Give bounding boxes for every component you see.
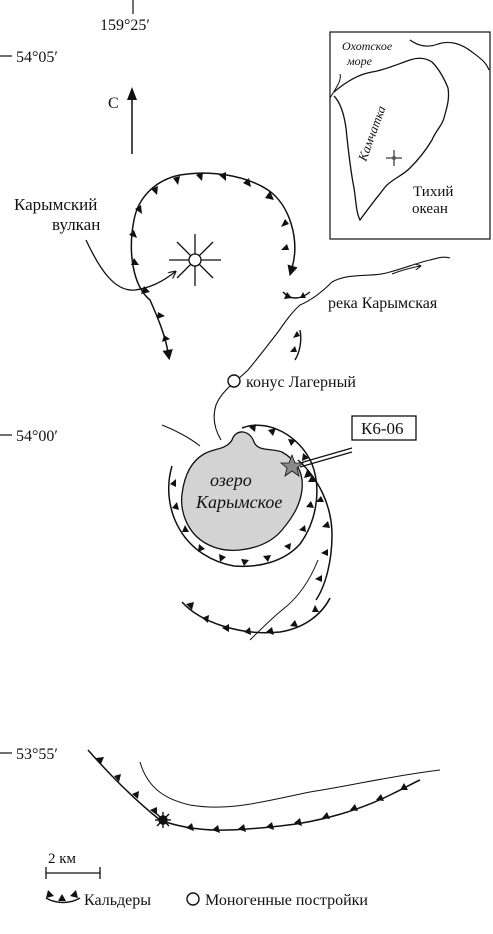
legend-monogenic-symbol xyxy=(186,892,200,906)
karymskaya-river xyxy=(213,256,451,441)
caldera-segment-east-2 xyxy=(294,329,302,361)
legend-calderas-label: Кальдеры xyxy=(84,892,151,909)
caldera-ticks-north xyxy=(129,172,289,342)
lake-label-line2: Карымское xyxy=(195,492,282,512)
caldera-ticks-east-2 xyxy=(290,331,300,352)
sample-pointer-line xyxy=(299,447,353,464)
cone-lagerny-symbol xyxy=(227,374,241,388)
inset-ocean-label-1: Тихий xyxy=(413,184,453,200)
inset-location-star xyxy=(386,150,402,166)
inset-sea-label-2: море xyxy=(346,54,373,68)
stream-south xyxy=(249,559,319,641)
latitude-label-1: 54°05′ xyxy=(16,49,58,66)
caldera-ticks-south-arc xyxy=(186,602,319,635)
kamchatka-outline xyxy=(333,57,450,222)
caldera-ticks-southern xyxy=(96,757,408,833)
north-arrow xyxy=(127,87,137,154)
caldera-southern xyxy=(87,749,421,831)
caldera-lake-inner xyxy=(167,424,318,568)
caldera-lake-outer xyxy=(297,459,333,601)
longitude-label: 159°25′ xyxy=(100,17,150,34)
volcano-pointer-line xyxy=(85,239,175,291)
sample-label-box xyxy=(351,415,417,441)
volcano-label-line1: Карымский xyxy=(14,195,97,214)
caldera-ticks-lake-inner xyxy=(170,424,316,566)
legend-caldera-symbol xyxy=(45,890,81,904)
stream-west xyxy=(161,424,201,447)
stream-southern xyxy=(139,761,441,808)
lake-label-line1: озеро xyxy=(210,470,252,490)
latitude-label-2: 54°00′ xyxy=(16,428,58,445)
latitude-label-3: 53°55′ xyxy=(16,746,58,763)
legend-monogenic-label: Моногенные постройки xyxy=(205,892,368,909)
river-label: река Карымская xyxy=(328,295,438,312)
river-flow-arrow xyxy=(391,266,420,275)
inset-map xyxy=(329,31,491,240)
cone-label: конус Лагерный xyxy=(246,374,356,391)
scale-label: 2 км xyxy=(48,851,77,867)
volcano-label-line2: вулкан xyxy=(52,215,100,234)
coordinate-ticks xyxy=(0,0,134,754)
caldera-south-arc xyxy=(181,597,331,634)
caldera-segment-east-1 xyxy=(282,291,311,299)
karymsky-volcano-symbol xyxy=(169,234,221,286)
caldera-karymsky-north xyxy=(130,172,298,361)
inset-sea-label-1: Охотское xyxy=(342,39,393,53)
scale-bar xyxy=(45,867,101,879)
lake-karymskoye xyxy=(180,431,303,552)
caldera-ticks-lake-outer xyxy=(304,470,330,582)
inset-ocean-label-2: океан xyxy=(412,201,448,217)
caldera-ticks-east-1 xyxy=(284,292,306,299)
eruptive-center-symbol xyxy=(155,812,171,828)
sample-label: К6-06 xyxy=(361,419,404,438)
north-label: С xyxy=(108,95,119,112)
